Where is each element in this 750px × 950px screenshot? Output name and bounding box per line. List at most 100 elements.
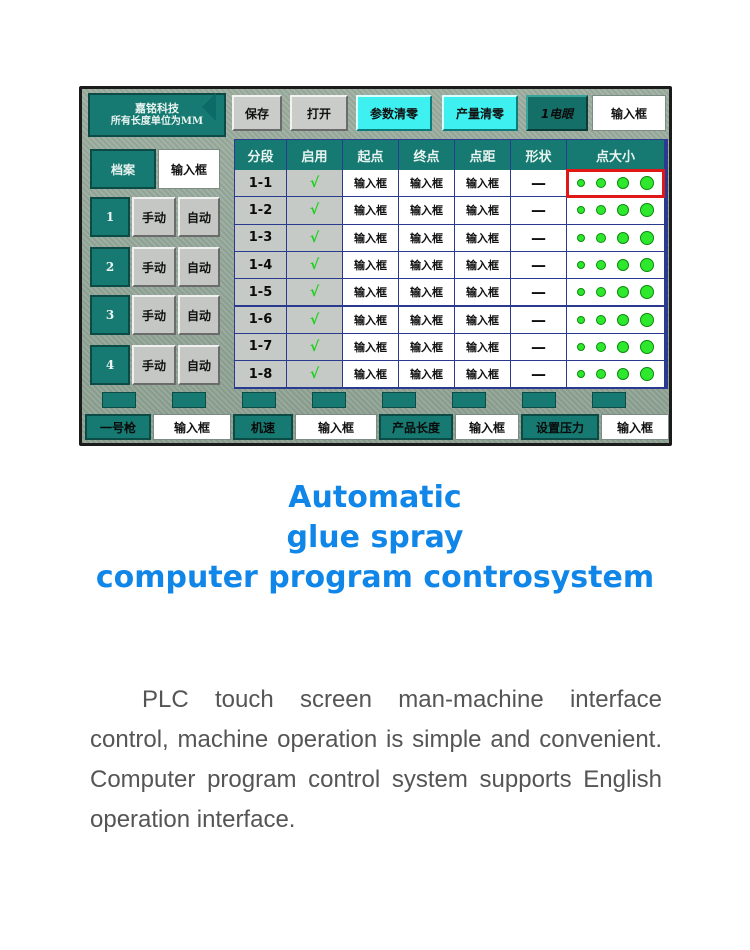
- dot-size-option-icon[interactable]: [576, 315, 585, 324]
- dot-size-option-icon[interactable]: [640, 203, 655, 218]
- shape-selector[interactable]: —: [511, 251, 567, 280]
- gun-1-manual-button[interactable]: 手动: [132, 197, 176, 237]
- end-point-input[interactable]: 输入框: [399, 306, 455, 334]
- dot-size-option-icon[interactable]: [617, 286, 630, 299]
- end-point-input[interactable]: 输入框: [399, 333, 455, 362]
- dot-size-option-icon[interactable]: [595, 341, 606, 352]
- gun-4-auto-button[interactable]: 自动: [178, 345, 220, 385]
- point-pitch-input[interactable]: 输入框: [455, 279, 511, 307]
- dot-size-option-icon[interactable]: [576, 233, 585, 242]
- end-point-input[interactable]: 输入框: [399, 224, 455, 252]
- dot-size-selector[interactable]: [567, 170, 665, 198]
- dot-size-option-icon[interactable]: [576, 370, 585, 379]
- end-point-input[interactable]: 输入框: [399, 251, 455, 280]
- save-button[interactable]: 保存: [232, 95, 282, 131]
- enable-check-icon[interactable]: √: [287, 333, 343, 362]
- shape-selector[interactable]: —: [511, 361, 567, 389]
- end-point-input[interactable]: 输入框: [399, 279, 455, 307]
- dot-size-option-icon[interactable]: [576, 288, 585, 297]
- dot-size-option-icon[interactable]: [617, 313, 630, 326]
- enable-check-icon[interactable]: √: [287, 170, 343, 198]
- dot-size-option-icon[interactable]: [640, 285, 655, 300]
- start-point-input[interactable]: 输入框: [343, 361, 399, 389]
- dot-size-selector[interactable]: [567, 333, 665, 362]
- dot-size-option-icon[interactable]: [576, 261, 585, 270]
- dot-size-selector[interactable]: [567, 361, 665, 389]
- dot-size-option-icon[interactable]: [617, 177, 630, 190]
- dot-size-selector[interactable]: [567, 197, 665, 225]
- dot-size-option-icon[interactable]: [640, 176, 655, 191]
- point-pitch-input[interactable]: 输入框: [455, 197, 511, 225]
- open-button[interactable]: 打开: [290, 95, 348, 131]
- back-chevron-icon[interactable]: [202, 93, 216, 121]
- dot-size-option-icon[interactable]: [595, 205, 606, 216]
- dot-size-option-icon[interactable]: [640, 258, 655, 273]
- gun-4-manual-button[interactable]: 手动: [132, 345, 176, 385]
- dot-size-option-icon[interactable]: [617, 204, 630, 217]
- dot-size-selector[interactable]: [567, 306, 665, 334]
- dot-size-option-icon[interactable]: [576, 179, 585, 188]
- shape-selector[interactable]: —: [511, 224, 567, 252]
- dot-size-option-icon[interactable]: [617, 259, 630, 272]
- dot-size-option-icon[interactable]: [640, 312, 655, 327]
- segment-id: 1-7: [235, 333, 287, 362]
- output-clear-button[interactable]: 产量清零: [442, 95, 518, 131]
- start-point-input[interactable]: 输入框: [343, 170, 399, 198]
- point-pitch-input[interactable]: 输入框: [455, 170, 511, 198]
- gun-3-manual-button[interactable]: 手动: [132, 295, 176, 335]
- gun-1-auto-button[interactable]: 自动: [178, 197, 220, 237]
- dot-size-option-icon[interactable]: [640, 367, 655, 382]
- machine-speed-input[interactable]: 输入框: [295, 414, 377, 440]
- dot-size-option-icon[interactable]: [595, 369, 606, 380]
- enable-check-icon[interactable]: √: [287, 306, 343, 334]
- dot-size-option-icon[interactable]: [576, 206, 585, 215]
- photo-eye-input[interactable]: 输入框: [592, 95, 666, 131]
- end-point-input[interactable]: 输入框: [399, 197, 455, 225]
- enable-check-icon[interactable]: √: [287, 197, 343, 225]
- end-point-input[interactable]: 输入框: [399, 170, 455, 198]
- dot-size-option-icon[interactable]: [640, 339, 655, 354]
- start-point-input[interactable]: 输入框: [343, 224, 399, 252]
- gun-2-auto-button[interactable]: 自动: [178, 247, 220, 287]
- start-point-input[interactable]: 输入框: [343, 197, 399, 225]
- gun-2-manual-button[interactable]: 手动: [132, 247, 176, 287]
- dot-size-option-icon[interactable]: [595, 314, 606, 325]
- enable-check-icon[interactable]: √: [287, 279, 343, 307]
- point-pitch-input[interactable]: 输入框: [455, 251, 511, 280]
- param-clear-button[interactable]: 参数清零: [356, 95, 432, 131]
- shape-selector[interactable]: —: [511, 197, 567, 225]
- dot-size-option-icon[interactable]: [617, 368, 630, 381]
- start-point-input[interactable]: 输入框: [343, 306, 399, 334]
- dot-size-selector[interactable]: [567, 279, 665, 307]
- shape-selector[interactable]: —: [511, 279, 567, 307]
- point-pitch-input[interactable]: 输入框: [455, 224, 511, 252]
- shape-selector[interactable]: —: [511, 333, 567, 362]
- product-length-input[interactable]: 输入框: [455, 414, 519, 440]
- end-point-input[interactable]: 输入框: [399, 361, 455, 389]
- gun-one-input[interactable]: 输入框: [153, 414, 231, 440]
- dot-size-option-icon[interactable]: [595, 260, 606, 271]
- point-pitch-input[interactable]: 输入框: [455, 306, 511, 334]
- dot-size-option-icon[interactable]: [640, 230, 655, 245]
- enable-check-icon[interactable]: √: [287, 251, 343, 280]
- shape-selector[interactable]: —: [511, 170, 567, 198]
- dot-size-option-icon[interactable]: [595, 287, 606, 298]
- dot-size-option-icon[interactable]: [595, 178, 606, 189]
- start-point-input[interactable]: 输入框: [343, 279, 399, 307]
- dot-size-option-icon[interactable]: [576, 342, 585, 351]
- dot-size-option-icon[interactable]: [595, 232, 606, 243]
- enable-check-icon[interactable]: √: [287, 224, 343, 252]
- point-pitch-input[interactable]: 输入框: [455, 333, 511, 362]
- dot-size-selector[interactable]: [567, 224, 665, 252]
- start-point-input[interactable]: 输入框: [343, 333, 399, 362]
- archive-input[interactable]: 输入框: [158, 149, 220, 189]
- start-point-input[interactable]: 输入框: [343, 251, 399, 280]
- point-pitch-input[interactable]: 输入框: [455, 361, 511, 389]
- dot-size-option-icon[interactable]: [617, 231, 630, 244]
- dot-size-option-icon[interactable]: [617, 340, 630, 353]
- gun-3-auto-button[interactable]: 自动: [178, 295, 220, 335]
- enable-check-icon[interactable]: √: [287, 361, 343, 389]
- shape-selector[interactable]: —: [511, 306, 567, 334]
- dot-size-selector[interactable]: [567, 251, 665, 280]
- set-pressure-input[interactable]: 输入框: [601, 414, 669, 440]
